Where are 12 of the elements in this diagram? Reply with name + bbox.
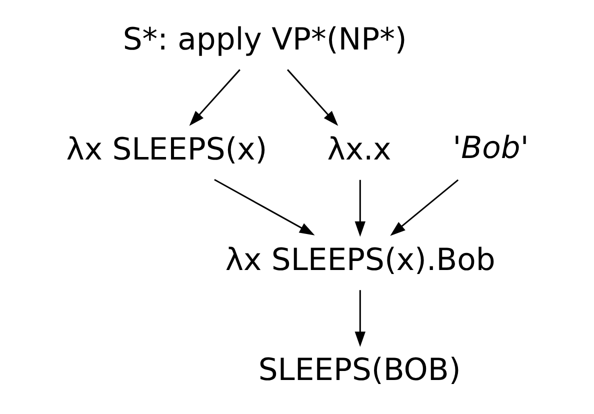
node-text: λx SLEEPS(x) [66,132,268,168]
node-text: λx SLEEPS(x).Bob [225,242,496,278]
arrow [214,178,315,236]
node-text: S*: apply VP*(NP*) [122,22,407,58]
arrow [286,69,338,126]
arrow [189,69,240,126]
node-text: λx.x [327,132,392,168]
arrow [354,180,366,237]
node-text: SLEEPS(BOB) [258,352,461,388]
node-text: 'Bob' [452,131,529,166]
arrow [390,179,459,236]
arrow [354,290,366,347]
